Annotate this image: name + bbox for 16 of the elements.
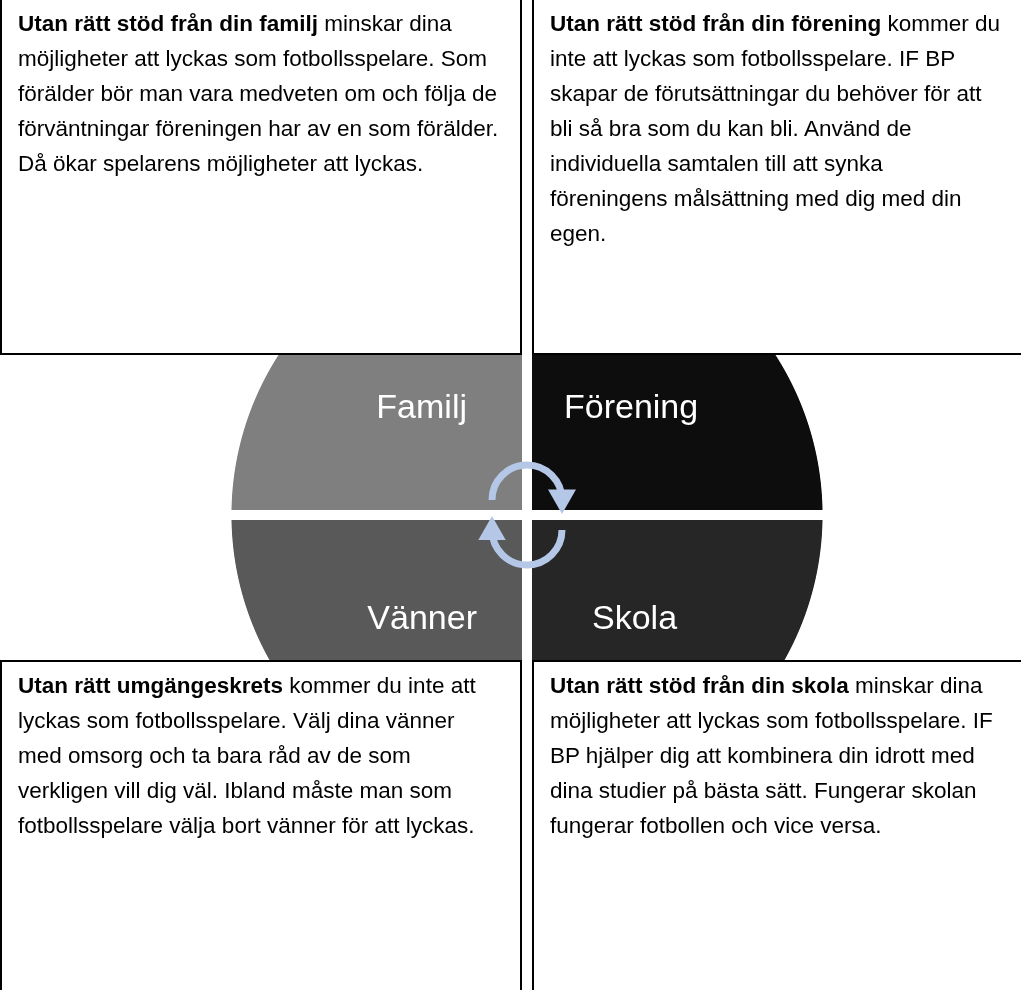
description-text: Utan rätt stöd från din förening kommer du inte att lyckas som fotbollsspelare. IF BP skapar de förutsättningar du behöver för att bli så bra som du kan bli. Använd de individuella samtalen till att synka föreningens målsättning med dig med din egen.: [550, 10, 1002, 248]
quarter-circle-segment: [532, 520, 823, 660]
quarter-circle-segment: [231, 355, 522, 510]
description-text: Utan rätt stöd från din familj minskar dina möjligheter att lyckas som fotbollsspelare. Som förälder bör man vara medveten om och följa de förväntningar föreningen har av en som förälder. Då ökar spelarens möjligheter att lyckas.: [18, 10, 500, 178]
segment-label: Vänner: [367, 598, 477, 637]
description-text: Utan rätt umgängeskrets kommer du inte att lyckas som fotbollsspelare. Välj dina vänner med omsorg och ta bara råd av de som verkligen vill dig väl. Ibland måste man som fotbollsspelare välja bort vänner för att lyckas.: [18, 672, 477, 840]
segment-label: Familj: [376, 387, 467, 426]
text-box: [532, 0, 1021, 355]
quarter-circle-segment: [532, 355, 823, 510]
text-box: [0, 660, 522, 990]
description-text: Utan rätt stöd från din skola minskar dina möjligheter att lyckas som fotbollsspelare. IF BP hjälper dig att kombinera din idrott med dina studier på bästa sätt. Fungerar skolan fungerar fotbollen och vice versa.: [550, 672, 994, 840]
segment-label: Förening: [564, 387, 699, 426]
text-box: [0, 0, 522, 355]
text-box: [532, 660, 1021, 990]
quarter-circle-segment: [231, 520, 522, 660]
segment-label: Skola: [592, 598, 678, 637]
